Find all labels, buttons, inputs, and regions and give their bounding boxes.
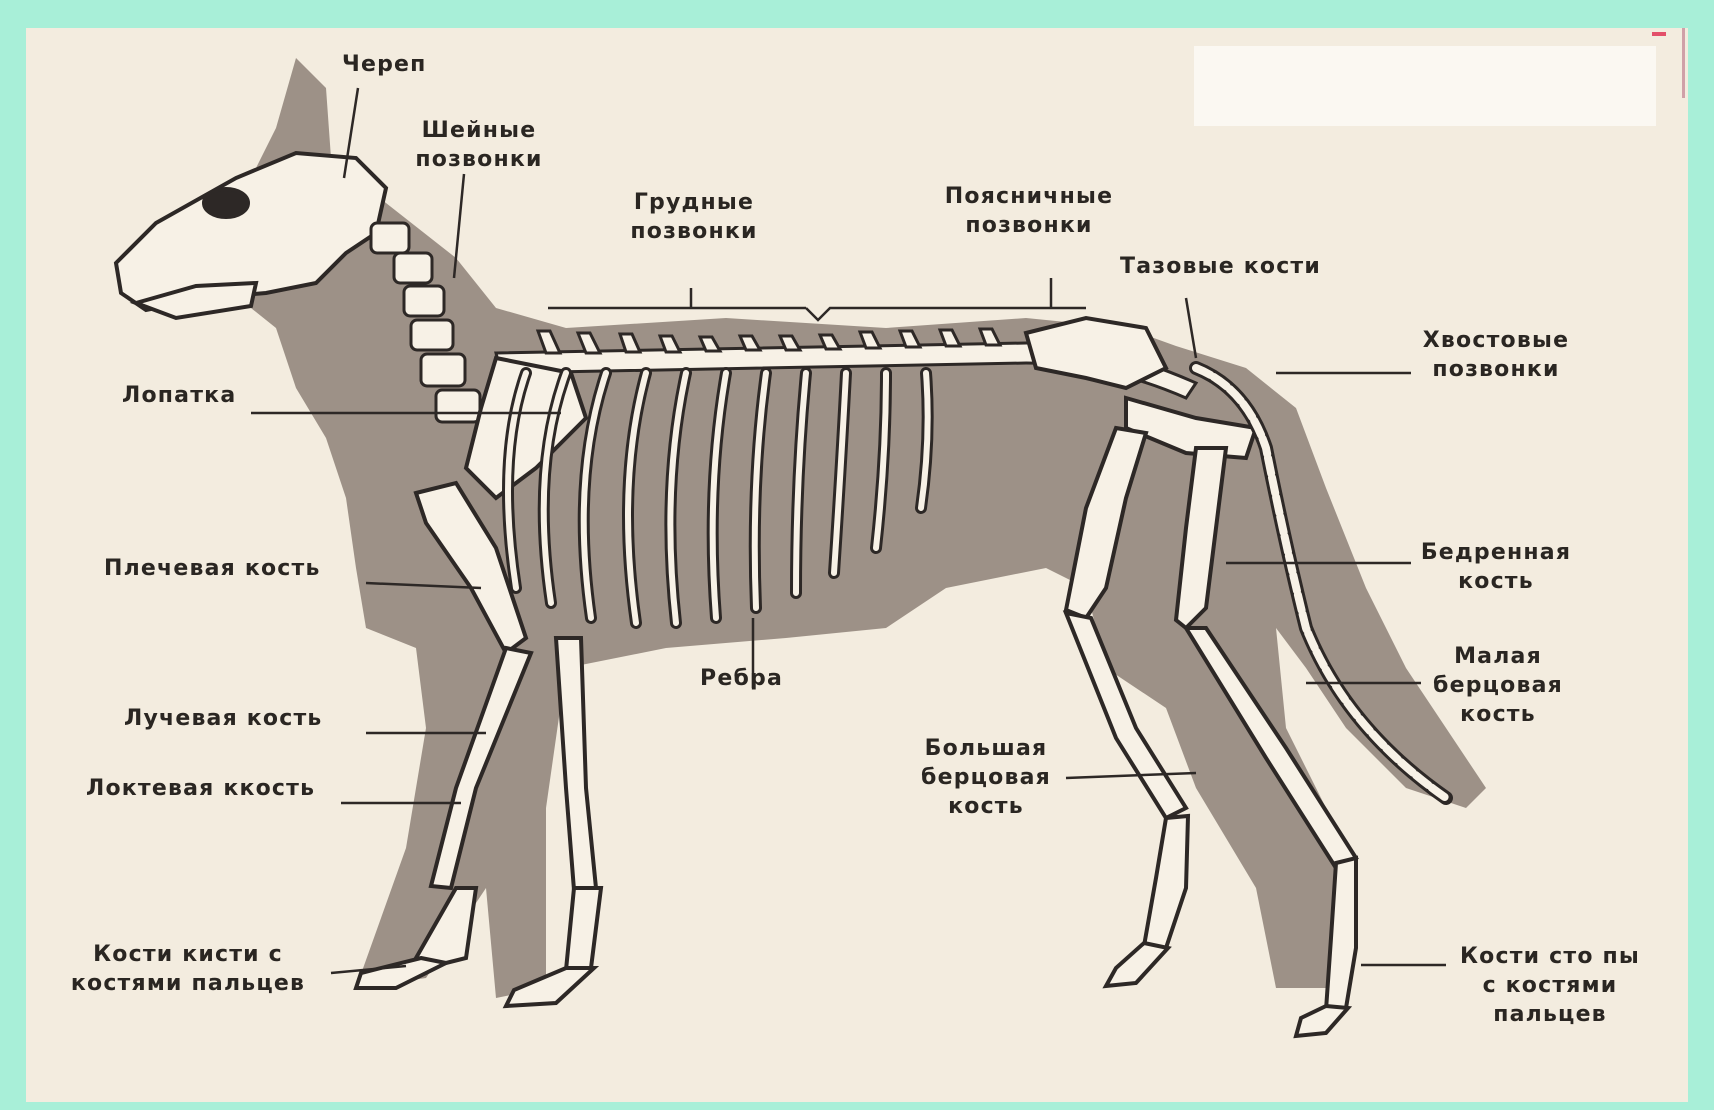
label-tibia: Большая берцовая кость (906, 734, 1066, 821)
label-tibia-line-2: берцовая (906, 763, 1066, 792)
label-fibula-line-1: Малая (1418, 642, 1578, 671)
label-fibula-line-3: кость (1418, 700, 1578, 729)
label-foot-line-2: с костями (1446, 971, 1654, 1000)
label-caudal-line-1: Хвостовые (1406, 326, 1586, 355)
diagram-plate: Череп Шейные позвонки Грудные позвонки П… (26, 28, 1688, 1102)
label-femur: Бедренная кость (1408, 538, 1584, 596)
label-caudal-vertebrae: Хвостовые позвонки (1406, 326, 1586, 384)
label-lumbar-line-2: позвонки (926, 211, 1132, 240)
label-cervical-vertebrae: Шейные позвонки (386, 116, 572, 174)
label-cervical-line-1: Шейные (386, 116, 572, 145)
label-femur-line-1: Бедренная (1408, 538, 1584, 567)
label-fibula: Малая берцовая кость (1418, 642, 1578, 729)
label-pelvic-bones: Тазовые кости (1120, 252, 1321, 281)
label-radius: Лучевая кость (124, 704, 323, 733)
label-foot-bones: Кости сто пы с костями пальцев (1446, 942, 1654, 1029)
label-ribs: Ребра (700, 664, 783, 693)
label-fibula-line-2: берцовая (1418, 671, 1578, 700)
label-ulna: Локтевая ккость (86, 774, 315, 803)
label-cervical-line-2: позвонки (386, 145, 572, 174)
label-thoracic-vertebrae: Грудные позвонки (614, 188, 774, 246)
blank-patch (1194, 46, 1656, 126)
label-scapula: Лопатка (122, 381, 236, 410)
label-foot-line-3: пальцев (1446, 1000, 1654, 1029)
label-lumbar-vertebrae: Поясничные позвонки (926, 182, 1132, 240)
label-hand-line-1: Кости кисти с (40, 940, 336, 969)
red-mark (1652, 32, 1666, 36)
red-bar (1682, 28, 1685, 98)
label-thoracic-line-2: позвонки (614, 217, 774, 246)
label-tibia-line-3: кость (906, 792, 1066, 821)
label-lumbar-line-1: Поясничные (926, 182, 1132, 211)
label-hand-line-2: костями пальцев (40, 969, 336, 998)
label-foot-line-1: Кости сто пы (1446, 942, 1654, 971)
label-tibia-line-1: Большая (906, 734, 1066, 763)
label-skull: Череп (342, 50, 427, 79)
label-hand-bones: Кости кисти с костями пальцев (40, 940, 336, 998)
label-femur-line-2: кость (1408, 567, 1584, 596)
dog-silhouette (206, 58, 1486, 998)
label-humerus: Плечевая кость (104, 554, 321, 583)
label-thoracic-line-1: Грудные (614, 188, 774, 217)
frame: Череп Шейные позвонки Грудные позвонки П… (10, 8, 1704, 1102)
label-caudal-line-2: позвонки (1406, 355, 1586, 384)
